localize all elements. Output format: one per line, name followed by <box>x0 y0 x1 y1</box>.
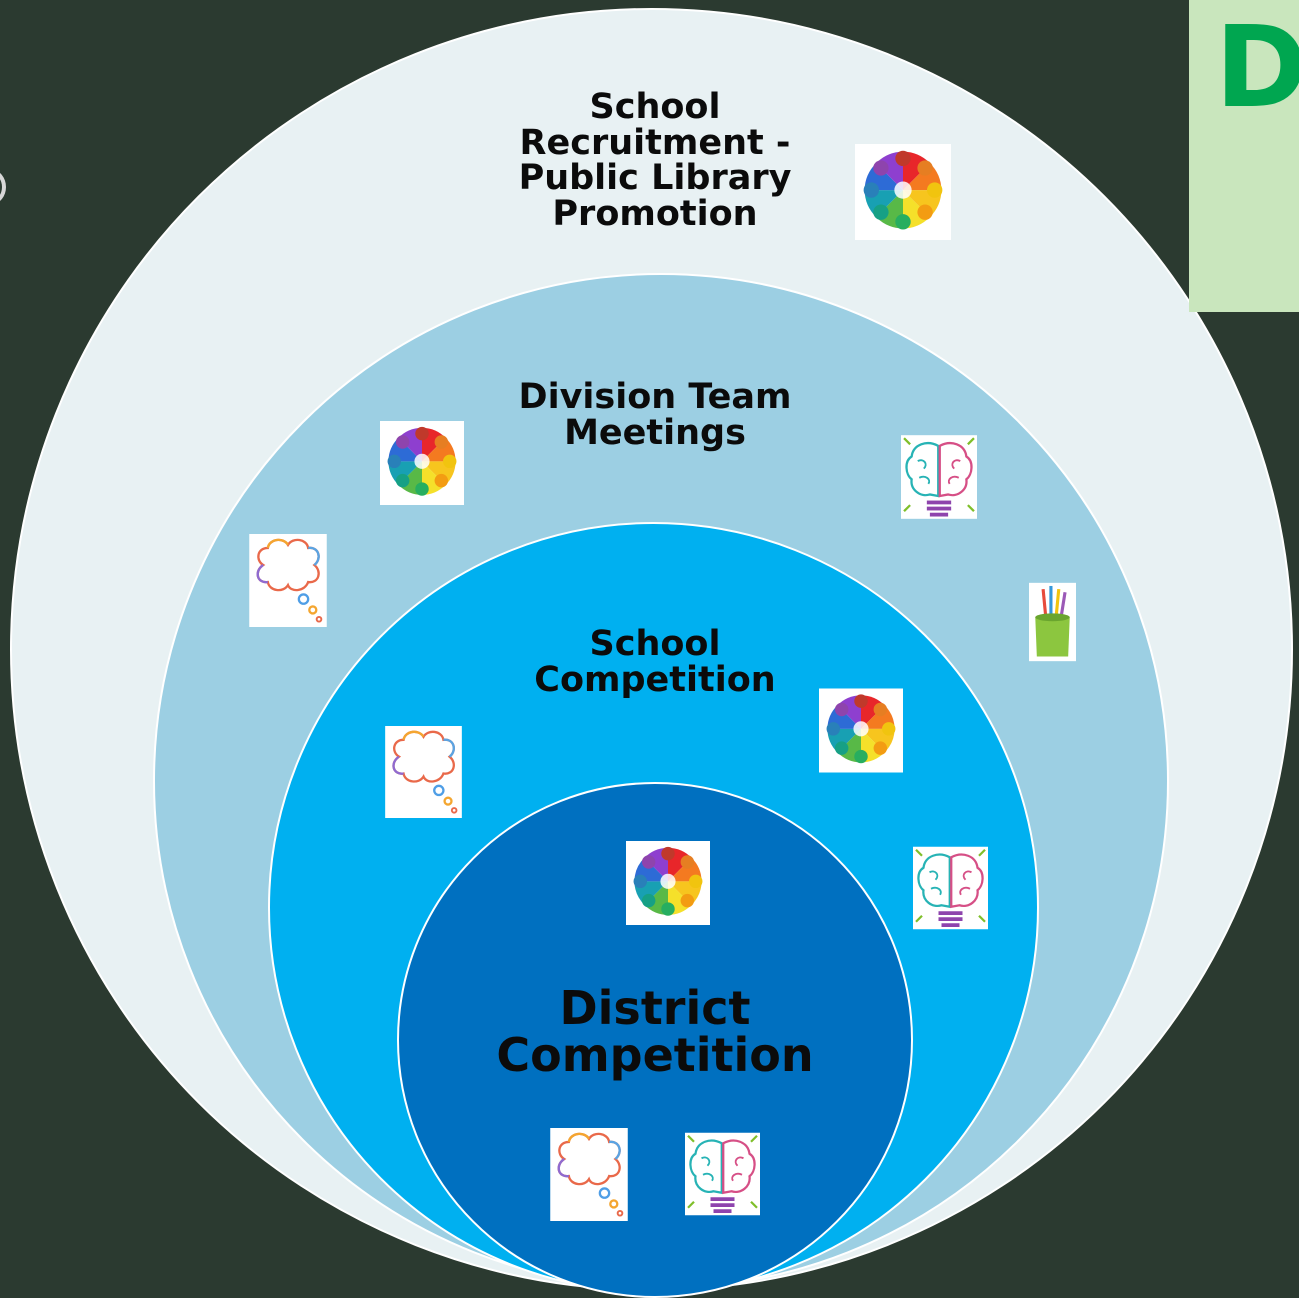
thought-bubble-icon <box>383 726 464 818</box>
people-circle-icon <box>380 415 464 511</box>
label-school-recruitment: School Recruitment - Public Library Prom… <box>518 87 792 235</box>
brain-lightbulb-icon <box>685 1131 760 1217</box>
people-circle-icon <box>819 683 903 778</box>
people-circle-icon <box>626 835 710 931</box>
brain-lightbulb-icon <box>901 434 977 520</box>
label-school-competition: School Competition <box>534 624 776 700</box>
pencil-cup-icon <box>1029 580 1076 664</box>
thought-bubble-icon <box>247 534 329 627</box>
accent-letter: D <box>1215 3 1299 133</box>
edge-decoration <box>0 170 6 204</box>
people-circle-icon <box>855 138 951 246</box>
label-division-team-meetings: Division Team Meetings <box>518 377 792 453</box>
accent-panel <box>1189 0 1299 312</box>
label-district-competition: District Competition <box>496 981 814 1082</box>
brain-lightbulb-icon <box>913 845 988 931</box>
thought-bubble-icon <box>548 1128 630 1221</box>
